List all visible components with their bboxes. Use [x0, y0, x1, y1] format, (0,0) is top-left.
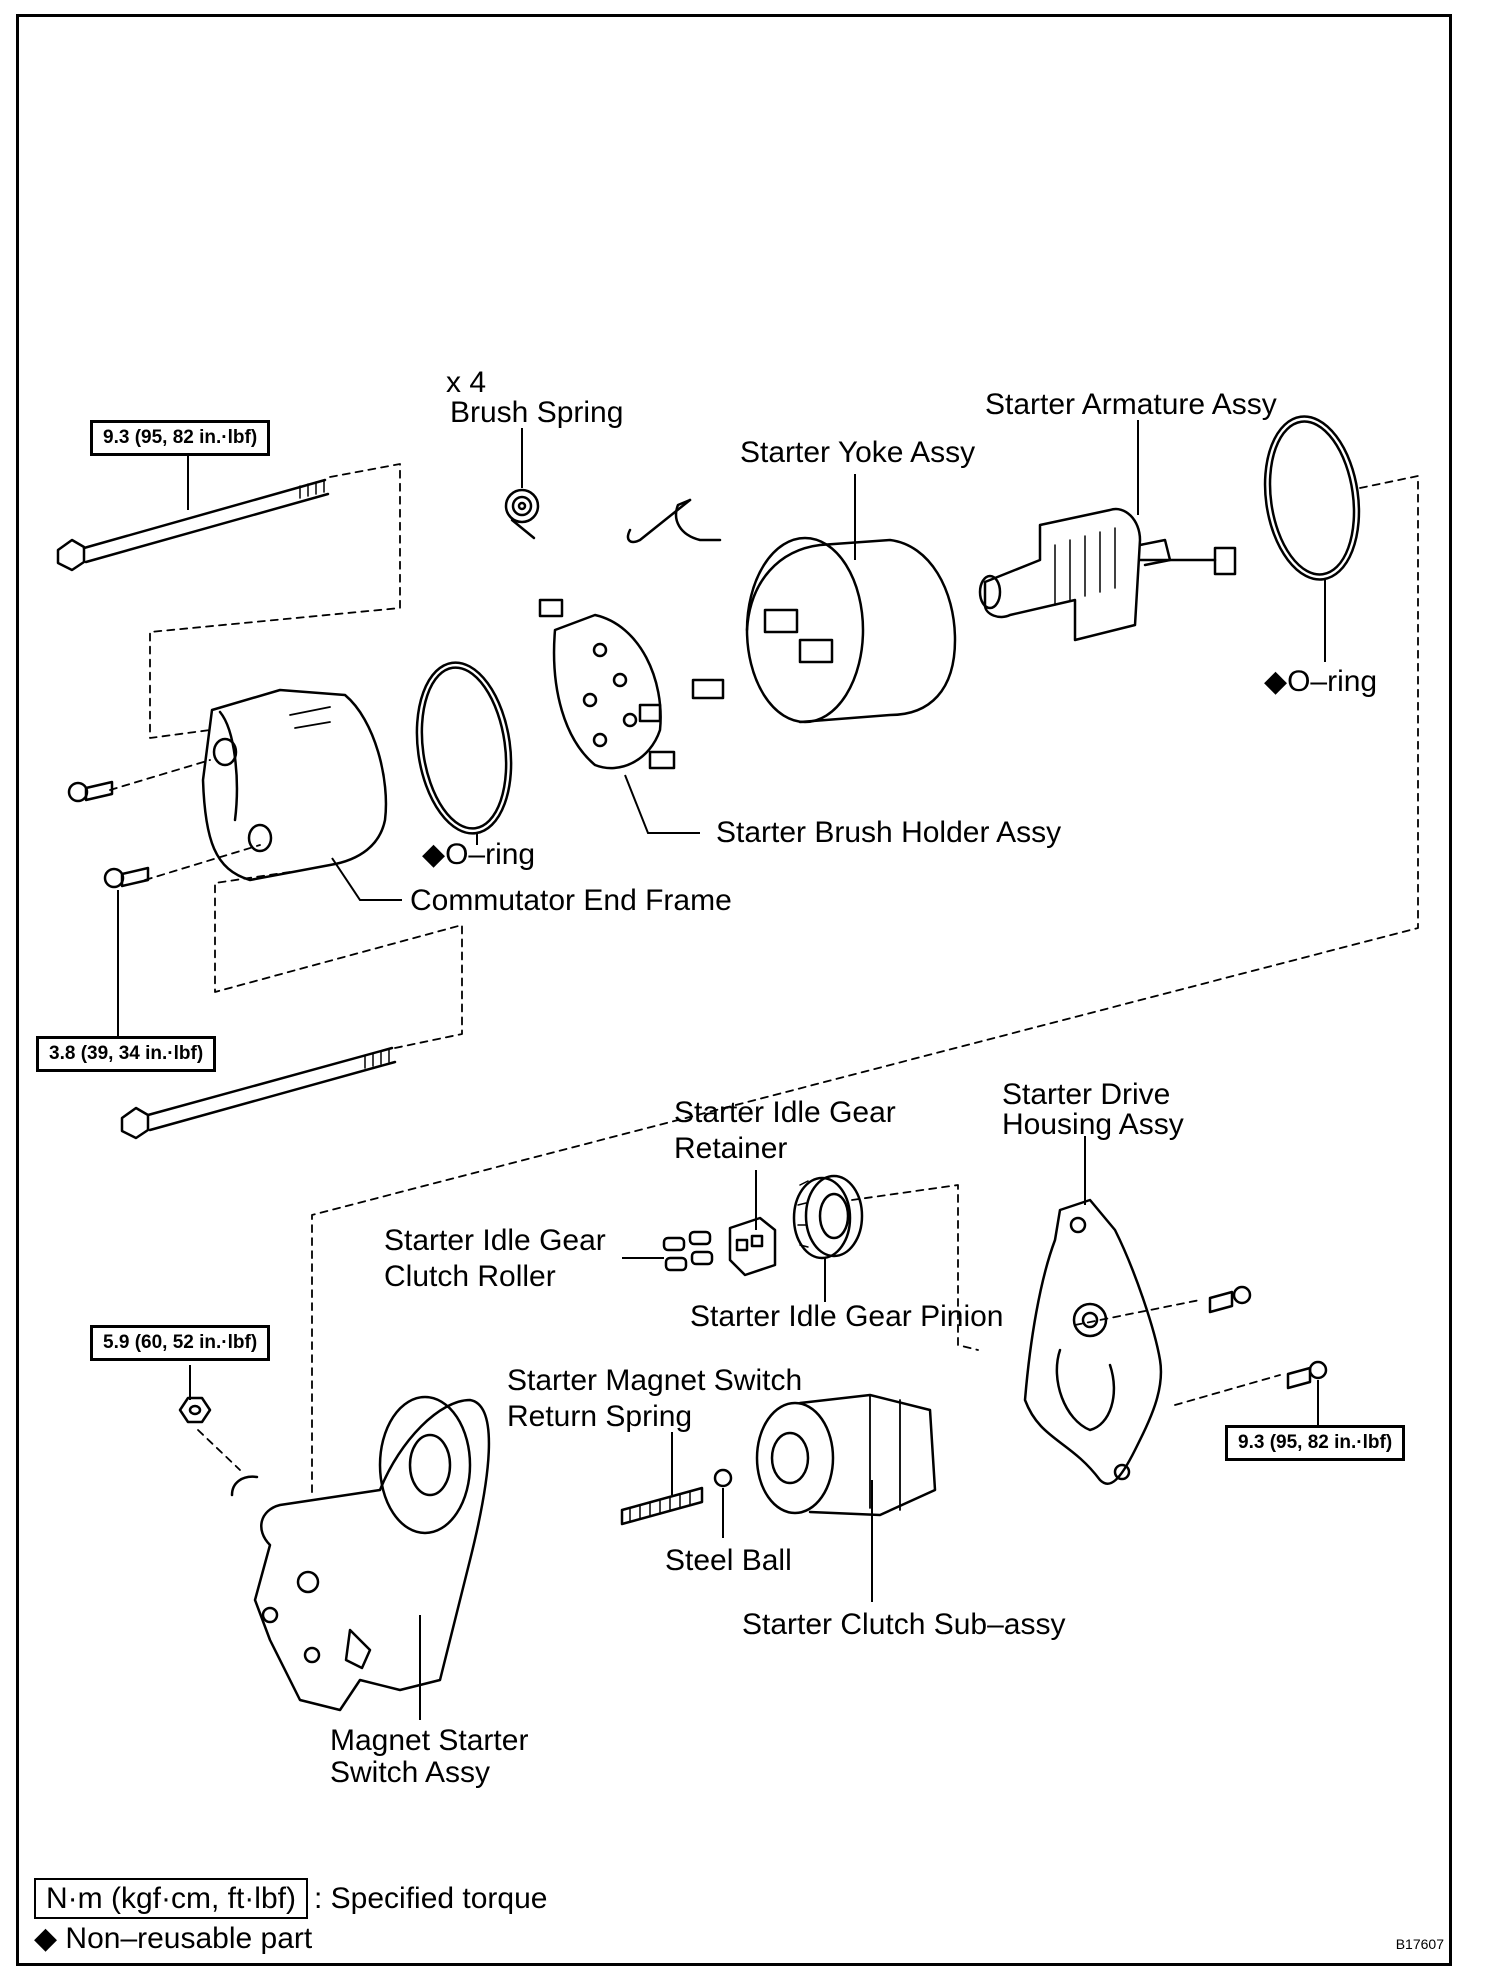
label-steel-ball: Steel Ball	[665, 1544, 792, 1577]
assembly-line-bolt-4	[144, 844, 261, 881]
torque-spec-lower-right: 9.3 (95, 82 in.·lbf)	[1225, 1425, 1406, 1461]
brush-holder-part	[538, 598, 676, 770]
legend-torque: N·m (kgf·cm, ft·lbf): Specified torque	[34, 1878, 548, 1919]
label-yoke: Starter Yoke Assy	[740, 436, 976, 469]
label-return-spring-2: Return Spring	[507, 1400, 693, 1433]
end-frame-screw-upper	[67, 780, 114, 803]
legend-nonreusable: ◆ Non–reusable part	[34, 1922, 313, 1955]
starter-armature-part	[978, 507, 1237, 642]
magnet-switch-nut	[178, 1396, 212, 1424]
o-ring-right-part-inner	[1268, 420, 1356, 576]
idle-gear-clutch-roller-part	[662, 1230, 714, 1272]
label-drive-housing-1: Starter Drive	[1002, 1078, 1171, 1111]
torque-spec-lower-left: 5.9 (60, 52 in.·lbf)	[90, 1325, 271, 1361]
assembly-line-nut	[197, 1429, 241, 1471]
label-clutch-roller-1: Starter Idle Gear	[384, 1224, 606, 1257]
assembly-line-bolt-1	[1074, 1299, 1201, 1326]
steel-ball-part	[713, 1468, 733, 1488]
label-magnet-switch-2: Switch Assy	[330, 1756, 491, 1789]
o-ring-left-part-inner	[420, 666, 508, 830]
assembly-line-main	[311, 475, 1419, 1496]
assembly-line-through-bolt-top	[149, 463, 401, 739]
assembly-line-drive-housing	[851, 1184, 979, 1351]
figure-code: B17607	[1395, 1936, 1444, 1952]
label-clutch-roller-2: Clutch Roller	[384, 1260, 556, 1293]
label-oring-right: ◆O–ring	[1264, 665, 1378, 698]
legend-torque-unit: N·m (kgf·cm, ft·lbf)	[34, 1878, 308, 1919]
through-bolt-bottom	[120, 1046, 397, 1140]
label-clutch-sub: Starter Clutch Sub–assy	[742, 1608, 1066, 1641]
label-end-frame: Commutator End Frame	[410, 884, 732, 917]
idle-gear-retainer-part	[728, 1216, 777, 1277]
clutch-sub-assy-part	[755, 1393, 937, 1517]
label-magnet-switch-1: Magnet Starter	[330, 1724, 529, 1757]
assembly-line-bolt-2	[1174, 1374, 1281, 1406]
label-armature: Starter Armature Assy	[985, 388, 1277, 421]
label-idle-retainer-1: Starter Idle Gear	[674, 1096, 896, 1129]
diagram-frame	[16, 14, 1452, 1966]
leader-end-frame	[331, 857, 402, 901]
drive-housing-part	[1023, 1198, 1163, 1485]
end-frame-screw-lower	[103, 866, 150, 889]
assembly-line-through-bolt-bottom	[214, 871, 463, 1049]
through-bolt-top	[56, 478, 330, 572]
leader-brush-holder	[624, 774, 700, 834]
assembly-line-bolt-3	[109, 759, 211, 791]
label-idle-retainer-2: Retainer	[674, 1132, 788, 1165]
label-brush-spring: Brush Spring	[450, 396, 624, 429]
label-brush-spring-qty: x 4	[446, 366, 487, 399]
commutator-end-frame-part	[201, 688, 388, 882]
magnet-switch-part	[230, 1395, 491, 1712]
idle-gear-pinion-part	[792, 1174, 864, 1260]
o-ring-left-part	[415, 661, 513, 835]
starter-yoke-part	[626, 498, 957, 724]
label-oring-left: ◆O–ring	[422, 838, 536, 871]
label-return-spring-1: Starter Magnet Switch	[507, 1364, 803, 1397]
label-drive-housing-2: Housing Assy	[1002, 1108, 1184, 1141]
torque-spec-top-left: 9.3 (95, 82 in.·lbf)	[90, 420, 271, 456]
legend-torque-desc: : Specified torque	[313, 1882, 548, 1915]
label-idle-pinion: Starter Idle Gear Pinion	[690, 1300, 1004, 1333]
drive-housing-bolt-1	[1208, 1285, 1252, 1314]
drive-housing-bolt-2	[1286, 1360, 1328, 1390]
label-brush-holder: Starter Brush Holder Assy	[716, 816, 1062, 849]
o-ring-right-part	[1263, 415, 1361, 581]
brush-spring-part	[504, 488, 540, 540]
return-spring-part	[620, 1486, 704, 1526]
torque-spec-mid-left: 3.8 (39, 34 in.·lbf)	[36, 1036, 217, 1072]
